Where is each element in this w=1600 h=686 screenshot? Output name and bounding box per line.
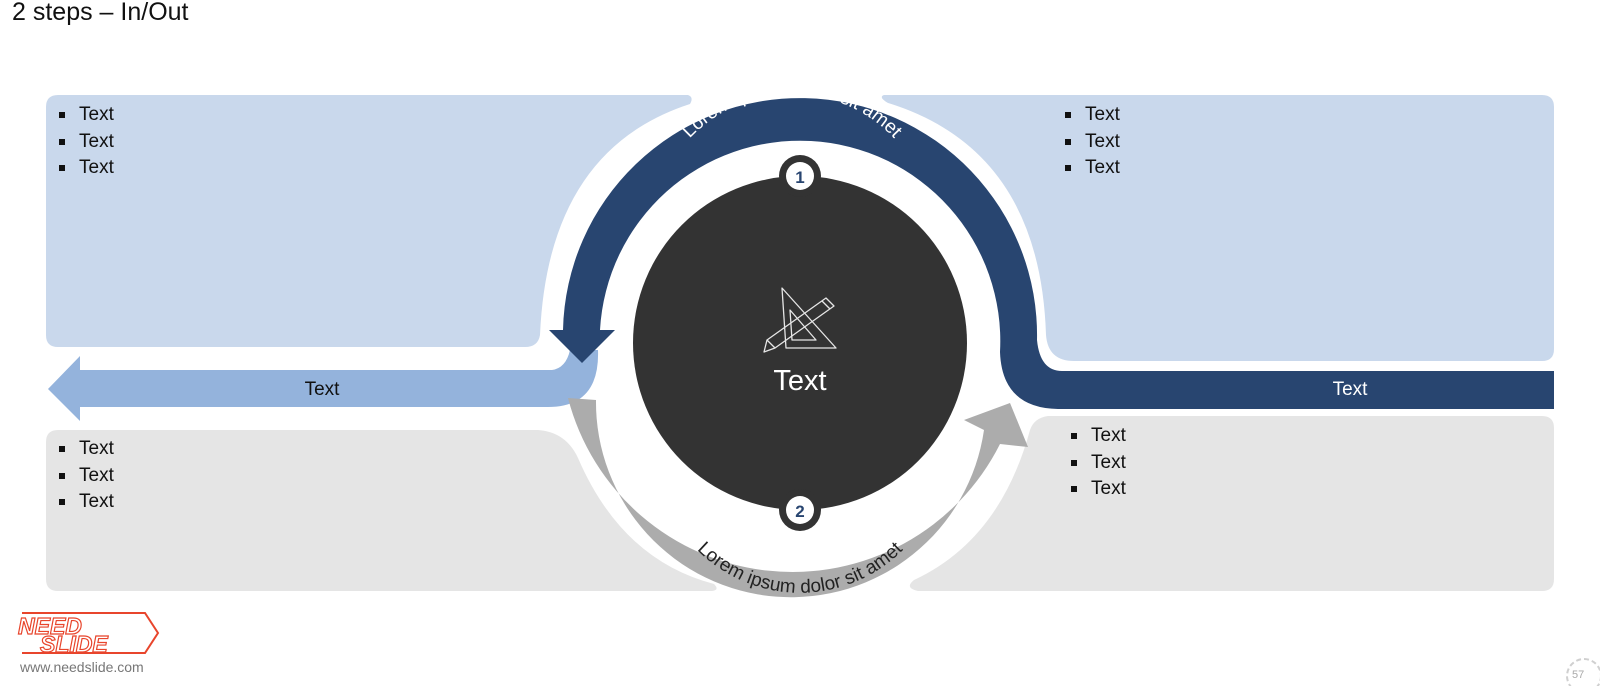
bullet-item: Text bbox=[1058, 423, 1126, 450]
bullet-item: Text bbox=[1058, 476, 1126, 503]
step-badge-2: 2 bbox=[779, 489, 821, 531]
center-label: Text bbox=[773, 365, 826, 397]
bullet-item: Text bbox=[1052, 129, 1120, 156]
left-arrow bbox=[48, 350, 599, 421]
bullet-list-top-left: Text Text Text bbox=[46, 102, 114, 182]
bullet-item: Text bbox=[46, 155, 114, 182]
panel-bottom-right bbox=[909, 416, 1554, 591]
bullet-list-bottom-right: Text Text Text bbox=[1058, 423, 1126, 503]
dark-blue-arc-arrow bbox=[549, 98, 1554, 409]
panel-top-left bbox=[46, 95, 692, 347]
svg-text:SLIDE: SLIDE bbox=[40, 631, 108, 657]
bullet-item: Text bbox=[1052, 102, 1120, 129]
bullet-item: Text bbox=[46, 436, 114, 463]
bullet-item: Text bbox=[46, 463, 114, 490]
bullet-item: Text bbox=[46, 489, 114, 516]
right-arrow-label: Text bbox=[1333, 379, 1369, 400]
left-arrow-label: Text bbox=[305, 379, 341, 400]
gray-arc-arrow bbox=[568, 398, 1028, 598]
bullet-list-top-right: Text Text Text bbox=[1052, 102, 1120, 182]
arc-label-bottom: Lorem ipsum dolor sit amet bbox=[693, 538, 907, 598]
svg-text:NEED: NEED bbox=[18, 613, 82, 639]
bullet-item: Text bbox=[1052, 155, 1120, 182]
bullet-item: Text bbox=[1058, 450, 1126, 477]
step-badge-1: 1 bbox=[779, 155, 821, 197]
page-number: 57 bbox=[1572, 669, 1585, 681]
slide-title: 2 steps – In/Out bbox=[12, 0, 189, 26]
needslide-logo: NEED SLIDE bbox=[17, 612, 160, 658]
step-number-2: 2 bbox=[795, 502, 804, 521]
center-circle bbox=[633, 176, 967, 510]
bullet-item: Text bbox=[46, 129, 114, 156]
panel-bottom-left bbox=[46, 430, 717, 591]
step-number-1: 1 bbox=[795, 168, 804, 187]
pencil-ruler-icon bbox=[763, 287, 837, 353]
panel-top-right bbox=[881, 95, 1554, 361]
footer-url[interactable]: www.needslide.com bbox=[20, 659, 144, 675]
bullet-list-bottom-left: Text Text Text bbox=[46, 436, 114, 516]
bullet-item: Text bbox=[46, 102, 114, 129]
